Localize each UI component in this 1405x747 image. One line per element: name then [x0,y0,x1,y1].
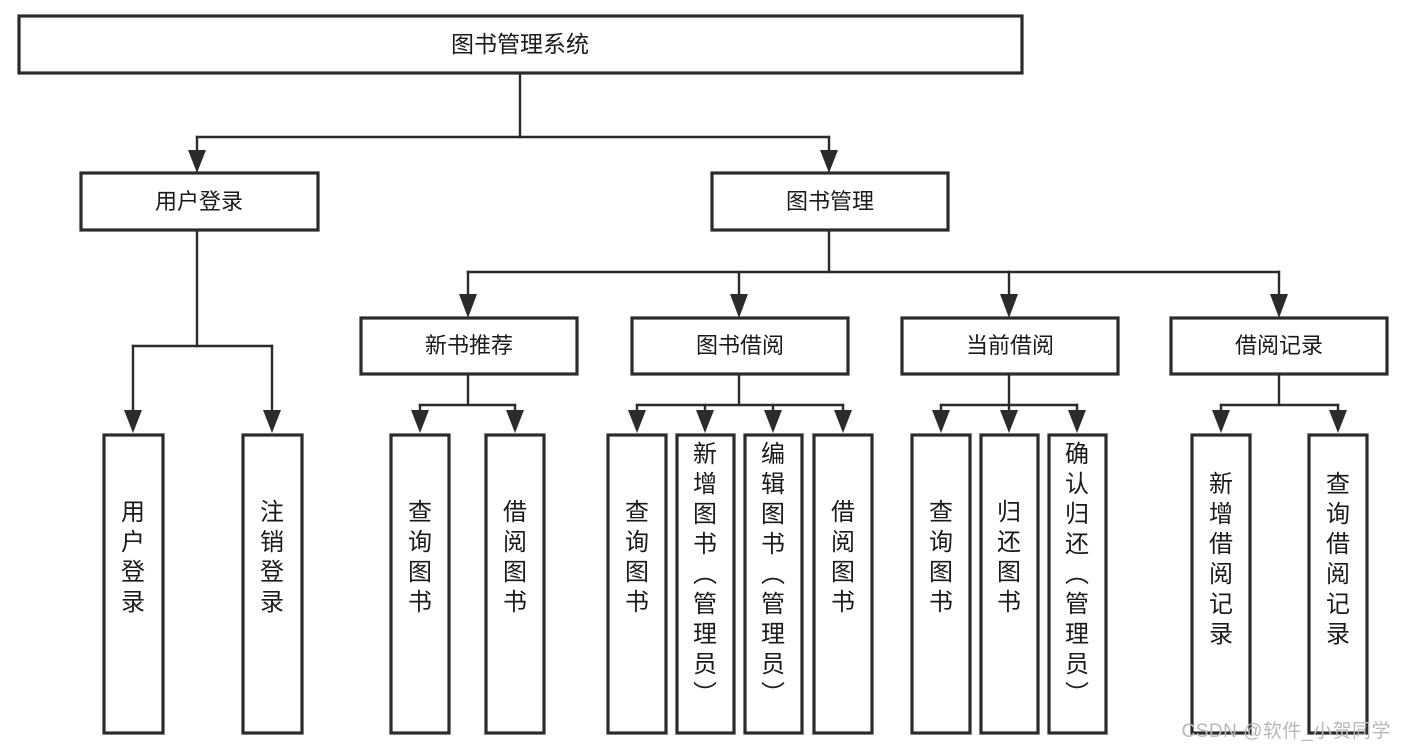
leaf-query-record[interactable]: 查询借阅记录 [1307,433,1369,735]
leaf-confirm-return[interactable]: 确认归还︵管理员︶ [1047,433,1108,735]
leaf-add-book-box[interactable] [675,433,736,735]
node-book-manage[interactable]: 图书管理 [710,171,950,232]
leaf-query-book-1[interactable]: 查询图书 [389,433,451,735]
arrow-to-leaf-query-book-2 [628,410,646,433]
leaf-user-login[interactable]: 用户登录 [102,433,165,735]
leaf-user-logout-label: 注销登录 [260,499,284,616]
arrow-to-leaf-borrow-book-2 [834,410,852,433]
leaf-query-record-box[interactable] [1307,433,1369,735]
leaf-add-record-label: 新增借阅记录 [1209,471,1233,648]
node-book-borrow[interactable]: 图书借阅 [630,316,850,376]
arrow-to-leaf-borrow-book-1 [506,410,524,433]
node-borrow-record-label: 借阅记录 [1235,333,1323,358]
node-current-borrow-box[interactable] [900,316,1120,376]
arrow-to-leaf-confirm-return [1068,410,1086,433]
leaf-query-book-3-label: 查询图书 [929,499,953,616]
leaf-return-book-box[interactable] [979,433,1040,735]
leaf-borrow-book-1-label: 借阅图书 [503,499,527,616]
leaf-user-logout[interactable]: 注销登录 [241,433,304,735]
leaf-add-book-label: 新增图书︵管理员︶ [693,441,717,708]
arrow-to-leaf-query-book-3 [932,410,950,433]
node-current-borrow[interactable]: 当前借阅 [900,316,1120,376]
leaf-query-record-label: 查询借阅记录 [1326,471,1350,648]
node-book-manage-label: 图书管理 [786,189,874,214]
leaf-return-book-label: 归还图书 [997,499,1021,616]
leaf-borrow-book-2-box[interactable] [812,433,874,735]
node-root-label: 图书管理系统 [451,31,589,57]
node-new-book-recommend-label: 新书推荐 [425,333,513,358]
node-user-login[interactable]: 用户登录 [79,171,320,232]
arrow-to-leaf-user-logout [263,410,281,433]
leaf-edit-book[interactable]: 编辑图书︵管理员︶ [743,433,804,735]
arrow-to-leaf-return-book [1000,410,1018,433]
arrow-to-leaf-add-book [696,410,714,433]
leaf-query-book-2-box[interactable] [606,433,668,735]
leaf-borrow-book-2[interactable]: 借阅图书 [812,433,874,735]
leaf-add-record[interactable]: 新增借阅记录 [1190,433,1252,735]
leaf-add-book[interactable]: 新增图书︵管理员︶ [675,433,736,735]
node-new-book-recommend-box[interactable] [359,316,579,376]
node-current-borrow-label: 当前借阅 [966,333,1054,358]
leaf-query-book-1-box[interactable] [389,433,451,735]
leaf-return-book[interactable]: 归还图书 [979,433,1040,735]
arrow-to-leaf-add-record [1212,410,1230,433]
arrow-to-user-login [188,150,206,173]
leaf-query-book-2[interactable]: 查询图书 [606,433,668,735]
node-root[interactable]: 图书管理系统 [17,14,1024,75]
node-user-login-label: 用户登录 [155,189,243,214]
leaf-query-book-3-box[interactable] [910,433,972,735]
leaf-user-logout-box[interactable] [241,433,304,735]
arrow-to-book-manage [820,150,838,173]
node-new-book-recommend[interactable]: 新书推荐 [359,316,579,376]
node-book-manage-box[interactable] [710,171,950,232]
node-user-login-box[interactable] [79,171,320,232]
node-book-borrow-label: 图书借阅 [696,333,784,358]
arrow-to-current-borrow [1000,294,1018,318]
arrow-to-leaf-user-login [124,410,142,433]
leaf-confirm-return-label: 确认归还︵管理员︶ [1065,441,1089,708]
leaf-edit-book-box[interactable] [743,433,804,735]
node-borrow-record[interactable]: 借阅记录 [1169,316,1389,376]
leaf-query-book-3[interactable]: 查询图书 [910,433,972,735]
connector-layer [124,71,1347,433]
arrow-to-book-borrow [730,294,748,318]
leaf-confirm-return-box[interactable] [1047,433,1108,735]
leaf-edit-book-label: 编辑图书︵管理员︶ [761,441,785,708]
node-book-borrow-box[interactable] [630,316,850,376]
leaf-user-login-box[interactable] [102,433,165,735]
node-borrow-record-box[interactable] [1169,316,1389,376]
arrow-to-borrow-record [1270,294,1288,318]
leaf-query-book-2-label: 查询图书 [625,499,649,616]
leaf-borrow-book-2-label: 借阅图书 [831,499,855,616]
leaf-user-login-label: 用户登录 [121,499,145,616]
arrow-to-leaf-query-record [1329,410,1347,433]
node-root-box[interactable] [17,14,1024,75]
leaf-borrow-book-1[interactable]: 借阅图书 [484,433,546,735]
leaf-add-record-box[interactable] [1190,433,1252,735]
leaf-query-book-1-label: 查询图书 [408,499,432,616]
arrow-to-leaf-query-book-1 [411,410,429,433]
arrow-to-leaf-edit-book [764,410,782,433]
arrow-to-new-book-recommend [459,294,477,318]
leaf-borrow-book-1-box[interactable] [484,433,546,735]
